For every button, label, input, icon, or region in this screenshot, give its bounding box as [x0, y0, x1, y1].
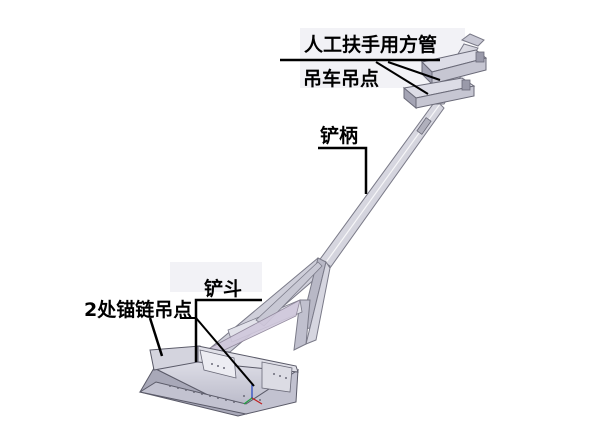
ghost-panel-bucket — [170, 262, 262, 292]
leader-crane-lift-2 — [387, 61, 441, 81]
cross-tube-lower — [402, 77, 476, 110]
label-anchor-chain-points: 2处锚链吊点 — [84, 299, 193, 321]
handle-bar — [317, 99, 445, 269]
bucket — [138, 345, 300, 417]
leader-shovel-handle — [318, 146, 368, 194]
label-crane-lift-point: 吊车吊点 — [303, 68, 380, 90]
side-braces — [206, 257, 331, 355]
leader-anchor-1 — [148, 317, 164, 357]
leader-crane-lift — [375, 61, 429, 95]
label-shovel-bucket: 铲斗 — [204, 278, 243, 300]
cross-tube-upper — [421, 49, 488, 86]
leader-lines — [148, 58, 441, 387]
label-handle-tube: 人工扶手用方管 — [304, 34, 438, 56]
leader-anchor-2 — [180, 317, 255, 387]
leader-shovel-bucket — [194, 298, 262, 362]
label-shovel-handle: 铲柄 — [320, 125, 359, 147]
